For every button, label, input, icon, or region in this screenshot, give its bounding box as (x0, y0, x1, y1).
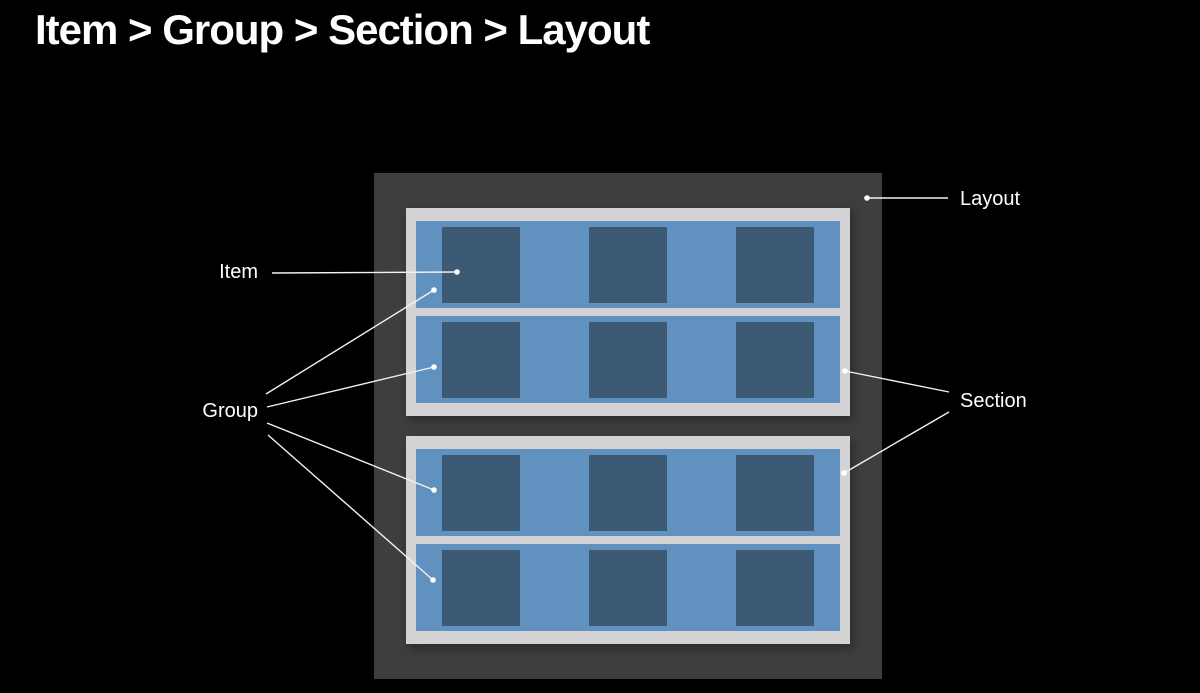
section-label: Section (960, 390, 1027, 412)
layout-box (374, 173, 882, 679)
layout-label: Layout (960, 188, 1021, 210)
item-box (736, 454, 814, 531)
item-box (442, 549, 520, 626)
page-title: Item > Group > Section > Layout (35, 6, 650, 53)
item-box (589, 454, 667, 531)
item-box (442, 454, 520, 531)
item-box (589, 549, 667, 626)
item-box (589, 226, 667, 303)
item-box (736, 226, 814, 303)
group-box-2-2 (416, 544, 840, 631)
section-box-2 (406, 436, 850, 644)
item-label: Item (219, 261, 258, 283)
section-box-1 (406, 208, 850, 416)
group-box-1-1 (416, 221, 840, 308)
item-box (442, 226, 520, 303)
group-box-1-2 (416, 316, 840, 403)
item-box (736, 321, 814, 398)
group-label: Group (202, 400, 258, 422)
item-box (736, 549, 814, 626)
group-box-2-1 (416, 449, 840, 536)
item-box (589, 321, 667, 398)
item-box (442, 321, 520, 398)
